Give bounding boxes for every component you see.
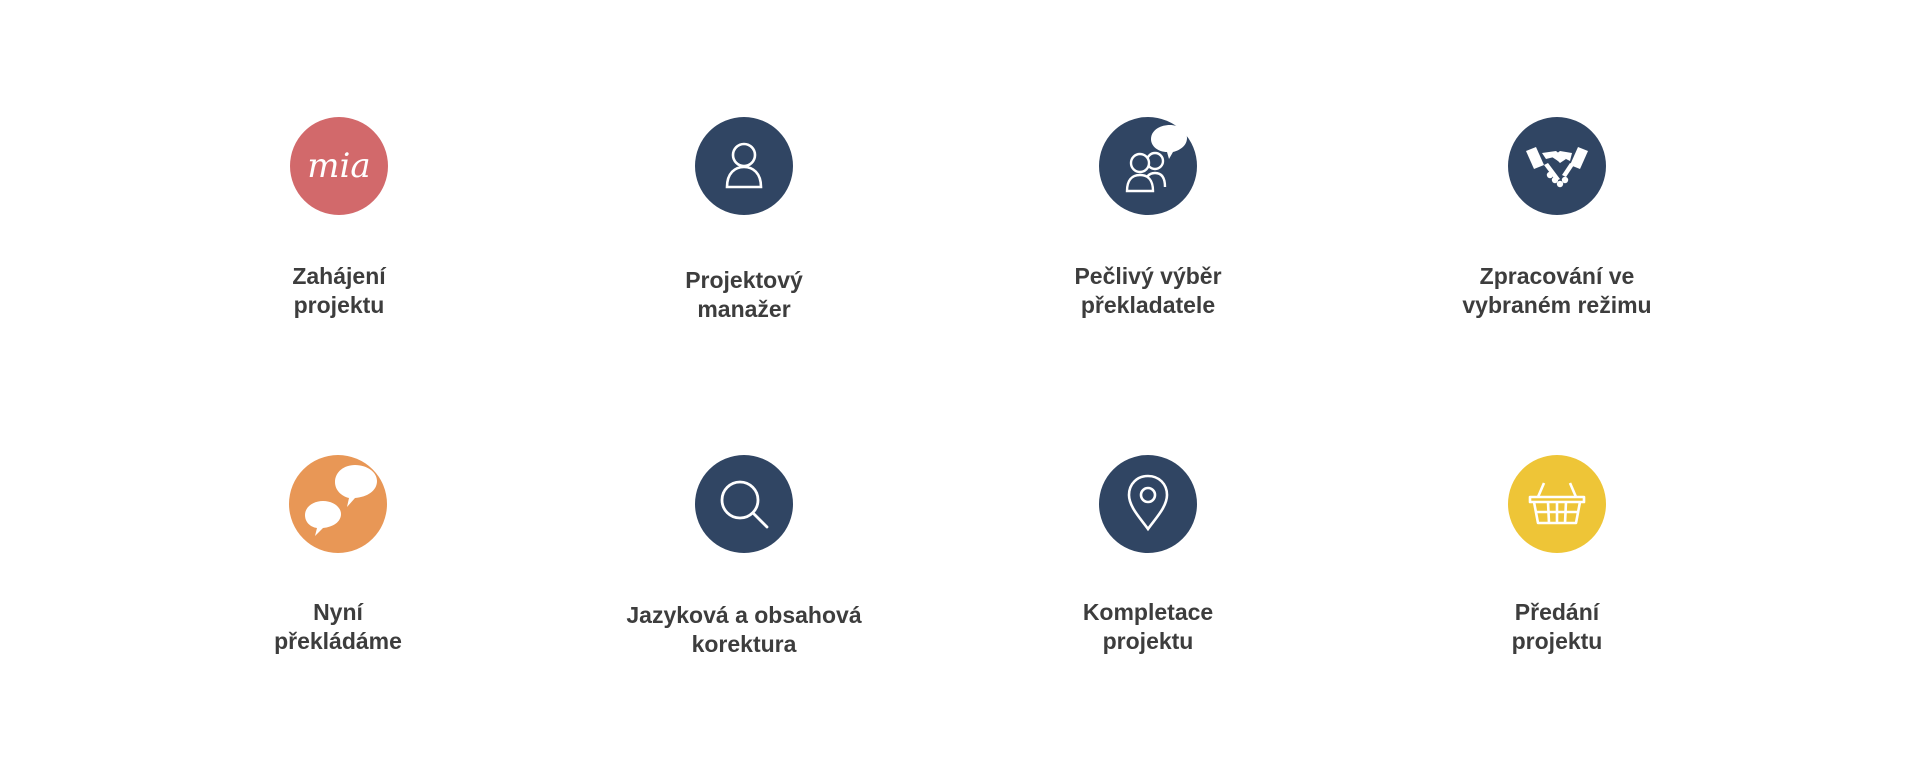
person-icon — [695, 117, 793, 215]
step-label: Kompletace projektu — [1082, 599, 1214, 654]
step-predani: Předání projektu — [1397, 455, 1717, 656]
basket-icon — [1508, 455, 1606, 553]
magnifier-icon — [695, 455, 793, 553]
step-nyni-prekladame: Nyní překládáme — [178, 455, 498, 656]
step-kompletace: Kompletace projektu — [988, 455, 1308, 656]
speech-bubbles-icon — [289, 455, 387, 553]
step-label: Zpracování ve vybraném režimu — [1462, 263, 1652, 318]
step-label: Pečlivý výběr překladatele — [1074, 263, 1222, 318]
step-korektura: Jazyková a obsahová korektura — [584, 455, 904, 659]
step-label: Nyní překládáme — [274, 599, 402, 654]
step-zahajeni-projektu: mia Zahájení projektu — [179, 117, 499, 320]
step-projektovy-manazer: Projektový manažer — [584, 117, 904, 324]
step-zpracovani: Zpracování ve vybraném režimu — [1397, 117, 1717, 320]
step-label: Projektový manažer — [685, 267, 803, 322]
handshake-icon — [1508, 117, 1606, 215]
step-label: Předání projektu — [1511, 599, 1603, 654]
location-pin-icon — [1099, 455, 1197, 553]
step-label: Zahájení projektu — [292, 263, 386, 318]
mia-logo-icon: mia — [290, 117, 388, 215]
mia-logo-text: mia — [307, 146, 370, 186]
step-label: Jazyková a obsahová korektura — [626, 602, 862, 657]
people-speech-icon — [1099, 117, 1197, 215]
step-peclivy-vyber: Pečlivý výběr překladatele — [988, 117, 1308, 320]
